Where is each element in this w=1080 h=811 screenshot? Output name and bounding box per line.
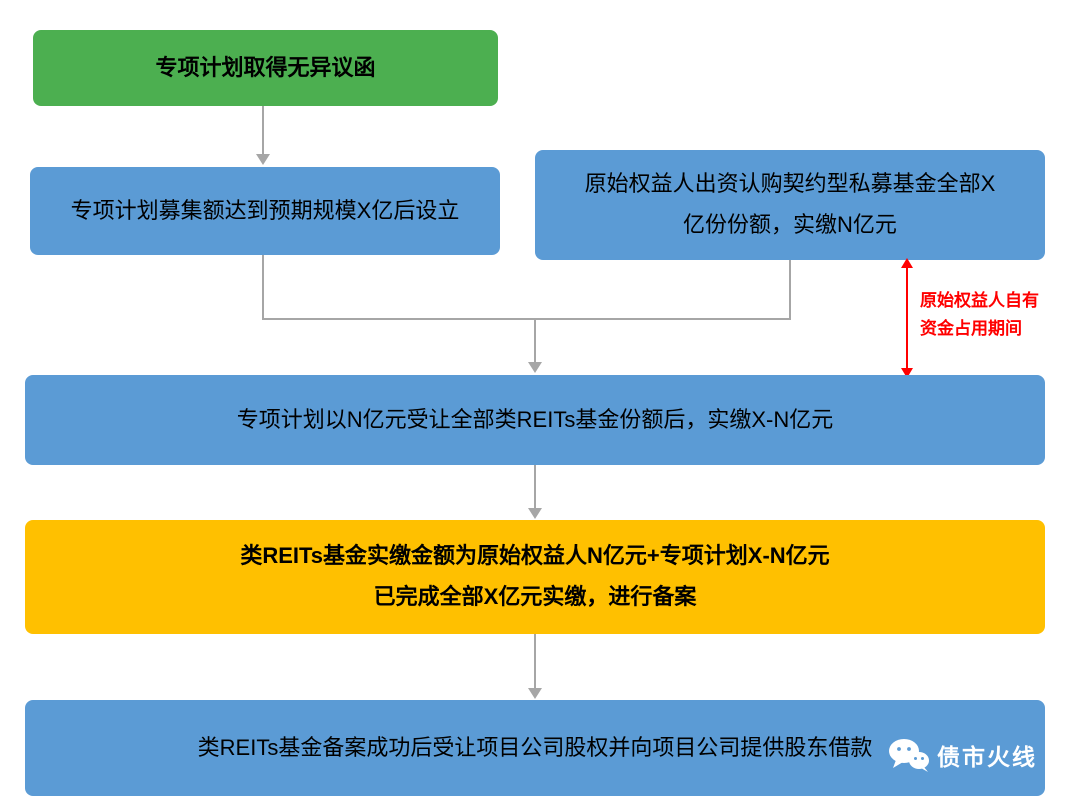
node-filing-success: 类REITs基金备案成功后受让项目公司股权并向项目公司提供股东借款 bbox=[25, 700, 1045, 796]
arrow-paidin-to-filing-line bbox=[534, 634, 536, 689]
connector-merge-horizontal bbox=[262, 318, 791, 320]
watermark-label: 债市火线 bbox=[937, 744, 1037, 770]
arrow-paidin-to-filing-head bbox=[528, 688, 542, 699]
node-plan-transfer: 专项计划以N亿元受让全部类REITs基金份额后，实缴X-N亿元 bbox=[25, 375, 1045, 465]
capital-occupation-span-head-top bbox=[901, 258, 913, 268]
watermark: 债市火线 bbox=[888, 738, 1037, 772]
arrow-green-to-fundraise-line bbox=[262, 106, 264, 156]
wechat-icon bbox=[888, 738, 930, 772]
node-fundraise-setup: 专项计划募集额达到预期规模X亿后设立 bbox=[30, 167, 500, 255]
node-paid-in-amount: 类REITs基金实缴金额为原始权益人N亿元+专项计划X-N亿元 已完成全部X亿元… bbox=[25, 520, 1045, 634]
arrow-merge-to-transfer-line bbox=[534, 318, 536, 363]
node-no-objection-letter: 专项计划取得无异议函 bbox=[33, 30, 498, 106]
node-original-owner-subscription: 原始权益人出资认购契约型私募基金全部X 亿份份额，实缴N亿元 bbox=[535, 150, 1045, 260]
arrow-transfer-to-paidin-head bbox=[528, 508, 542, 519]
arrow-merge-to-transfer-head bbox=[528, 362, 542, 373]
capital-occupation-span-head-bottom bbox=[901, 368, 913, 378]
connector-left-drop bbox=[262, 255, 264, 319]
capital-occupation-note: 原始权益人自有 资金占用期间 bbox=[920, 291, 1039, 339]
capital-occupation-span-line bbox=[906, 263, 908, 373]
arrow-transfer-to-paidin-line bbox=[534, 465, 536, 509]
arrow-green-to-fundraise-head bbox=[256, 154, 270, 165]
connector-right-drop bbox=[789, 260, 791, 319]
